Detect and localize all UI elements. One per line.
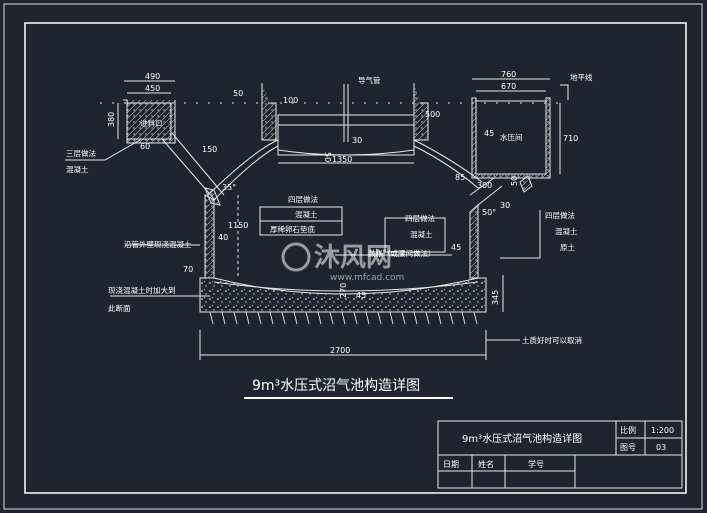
dim-30a: 30 — [352, 136, 362, 145]
left-wall — [204, 194, 215, 279]
dim-500: 500 — [425, 110, 440, 119]
scale-label: 比例 — [620, 425, 636, 435]
bottom-curve — [213, 281, 479, 292]
dim-50a: 50 — [233, 89, 243, 98]
inlet-wall — [123, 99, 176, 144]
leader-ground — [560, 84, 569, 100]
dim-45c: 45 — [356, 291, 366, 300]
dim-270: 270 — [339, 283, 348, 298]
label-inlet: 进料口 — [140, 118, 163, 128]
label-four-layer-c: 四层做法 — [545, 210, 575, 220]
title-block-texts: 9m³水压式沼气池构造详图 比例 1:200 图号 03 日期 姓名 学号 — [443, 425, 674, 469]
watermark-brand: 沐风网 — [314, 243, 392, 273]
dim-345: 345 — [491, 290, 500, 305]
dim-380: 380 — [107, 112, 116, 127]
tank-drawing — [65, 78, 569, 360]
scale-value: 1:200 — [651, 426, 674, 435]
sheet-label: 图号 — [620, 443, 636, 452]
bottom-shell — [199, 277, 487, 313]
ground-teeth — [209, 311, 478, 325]
dim-70: 70 — [183, 265, 193, 274]
label-section: 此断面 — [108, 303, 131, 313]
label-soil-note: 土质好时可以取消 — [522, 335, 582, 345]
outer-frame — [3, 3, 703, 510]
leader-three-layer — [65, 139, 141, 161]
labels: 进料口 导气管 地平线 水压间 三层做法 混凝土 四层做法 混凝土 厚稀卵石垫底… — [66, 72, 593, 345]
dim-1350: 1350 — [332, 155, 352, 164]
label-concrete-a: 混凝土 — [66, 164, 89, 174]
dim-2700: 2700 — [330, 346, 350, 355]
outlet-collar — [519, 175, 533, 193]
dim-100: 100 — [283, 96, 298, 105]
dim-300: 300 — [477, 181, 492, 190]
title-block-name: 9m³水压式沼气池构造详图 — [462, 432, 582, 445]
label-gas-pipe: 导气管 — [358, 75, 381, 85]
dim-50c: 50 — [510, 176, 519, 186]
id-label: 学号 — [528, 459, 544, 469]
dim-710: 710 — [563, 134, 578, 143]
pressure-room-wall — [471, 97, 551, 179]
label-ground-line: 地平线 — [570, 72, 593, 82]
label-three-layer: 三层做法 — [66, 148, 96, 158]
label-gravel-base: 厚稀卵石垫底 — [270, 224, 315, 234]
label-pressure-room: 水压间 — [500, 132, 523, 142]
dim-670: 670 — [501, 82, 516, 91]
dim-490: 490 — [145, 72, 160, 81]
label-four-layer-a: 四层做法 — [288, 194, 318, 204]
dim-45a: 45 — [484, 129, 494, 138]
dim-150: 150 — [202, 145, 217, 154]
inner-frame — [24, 22, 687, 494]
dim-50deg: 50° — [482, 208, 496, 217]
dimension-texts: 490 450 50 100 380 60 150 35° 1150 40 70… — [107, 70, 578, 355]
name-label: 姓名 — [478, 459, 494, 469]
sheet-value: 03 — [656, 443, 666, 452]
watermark-logo — [281, 242, 311, 272]
date-label: 日期 — [443, 460, 459, 469]
dome-outer — [207, 139, 483, 196]
label-plain-soil: 原土 — [560, 242, 575, 252]
watermark: 沐风网 www.mfcad.com — [281, 242, 404, 283]
watermark-url: www.mfcad.com — [330, 273, 404, 283]
dim-450: 450 — [145, 84, 160, 93]
dim-30b: 30 — [500, 201, 510, 210]
neck-left — [261, 83, 277, 141]
drawing-title: 9m³水压式沼气池构造详图 — [252, 378, 420, 394]
dim-60: 60 — [140, 142, 150, 151]
outlet-pipe — [469, 177, 503, 206]
dome-inner — [213, 145, 479, 201]
label-drum: 鼓胀（或腰间做法） — [368, 248, 436, 258]
drum-box — [384, 217, 446, 253]
leader-four-layer-c — [500, 210, 541, 259]
title-block — [437, 420, 683, 489]
dome-arc — [277, 149, 415, 156]
dim-45b: 45 — [451, 243, 461, 252]
label-concrete-c: 混凝土 — [410, 229, 433, 239]
dim-760: 760 — [501, 70, 516, 79]
dim-40: 40 — [218, 233, 228, 242]
label-four-layer-b: 四层做法 — [405, 213, 435, 223]
dim-35deg: 35° — [222, 183, 236, 192]
dim-1150: 1150 — [228, 221, 248, 230]
neck-inner — [277, 124, 415, 156]
right-wall — [469, 203, 479, 279]
label-concrete-b: 混凝土 — [295, 209, 318, 219]
label-slot-note: 现浇混凝土时加大到 — [108, 285, 176, 295]
dim-50b: 50 — [323, 152, 332, 162]
label-concrete-d: 混凝土 — [555, 226, 578, 236]
label-pipe-outer: 沿管外壁现浇混凝土 — [124, 239, 192, 249]
dim-85: 85 — [455, 173, 465, 182]
neck-cover — [277, 114, 415, 126]
